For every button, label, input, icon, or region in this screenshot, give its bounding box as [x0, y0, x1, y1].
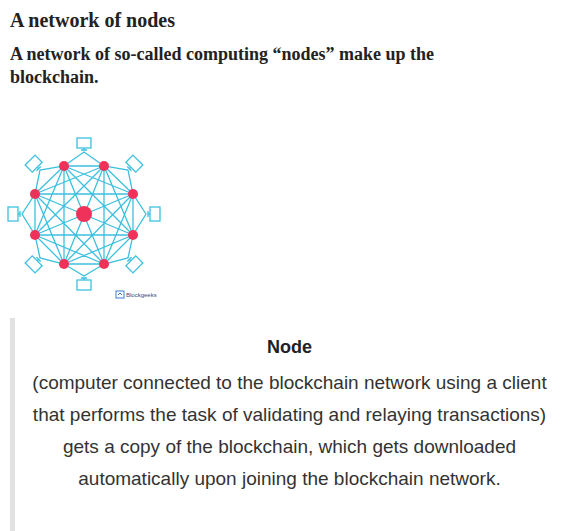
computer-icons — [8, 138, 160, 290]
quote-heading: Node — [15, 336, 564, 358]
pink-dots — [30, 161, 138, 269]
mesh-lines — [22, 152, 146, 276]
subtitle-text: A network of so-called computing “nodes”… — [10, 43, 510, 89]
watermark-logo: Blockgeeks — [126, 291, 157, 299]
logo-icon — [116, 291, 124, 298]
quote-block: Node (computer connected to the blockchai… — [10, 318, 564, 531]
quote-body: (computer connected to the blockchain ne… — [15, 367, 564, 495]
page-title: A network of nodes — [10, 8, 550, 32]
